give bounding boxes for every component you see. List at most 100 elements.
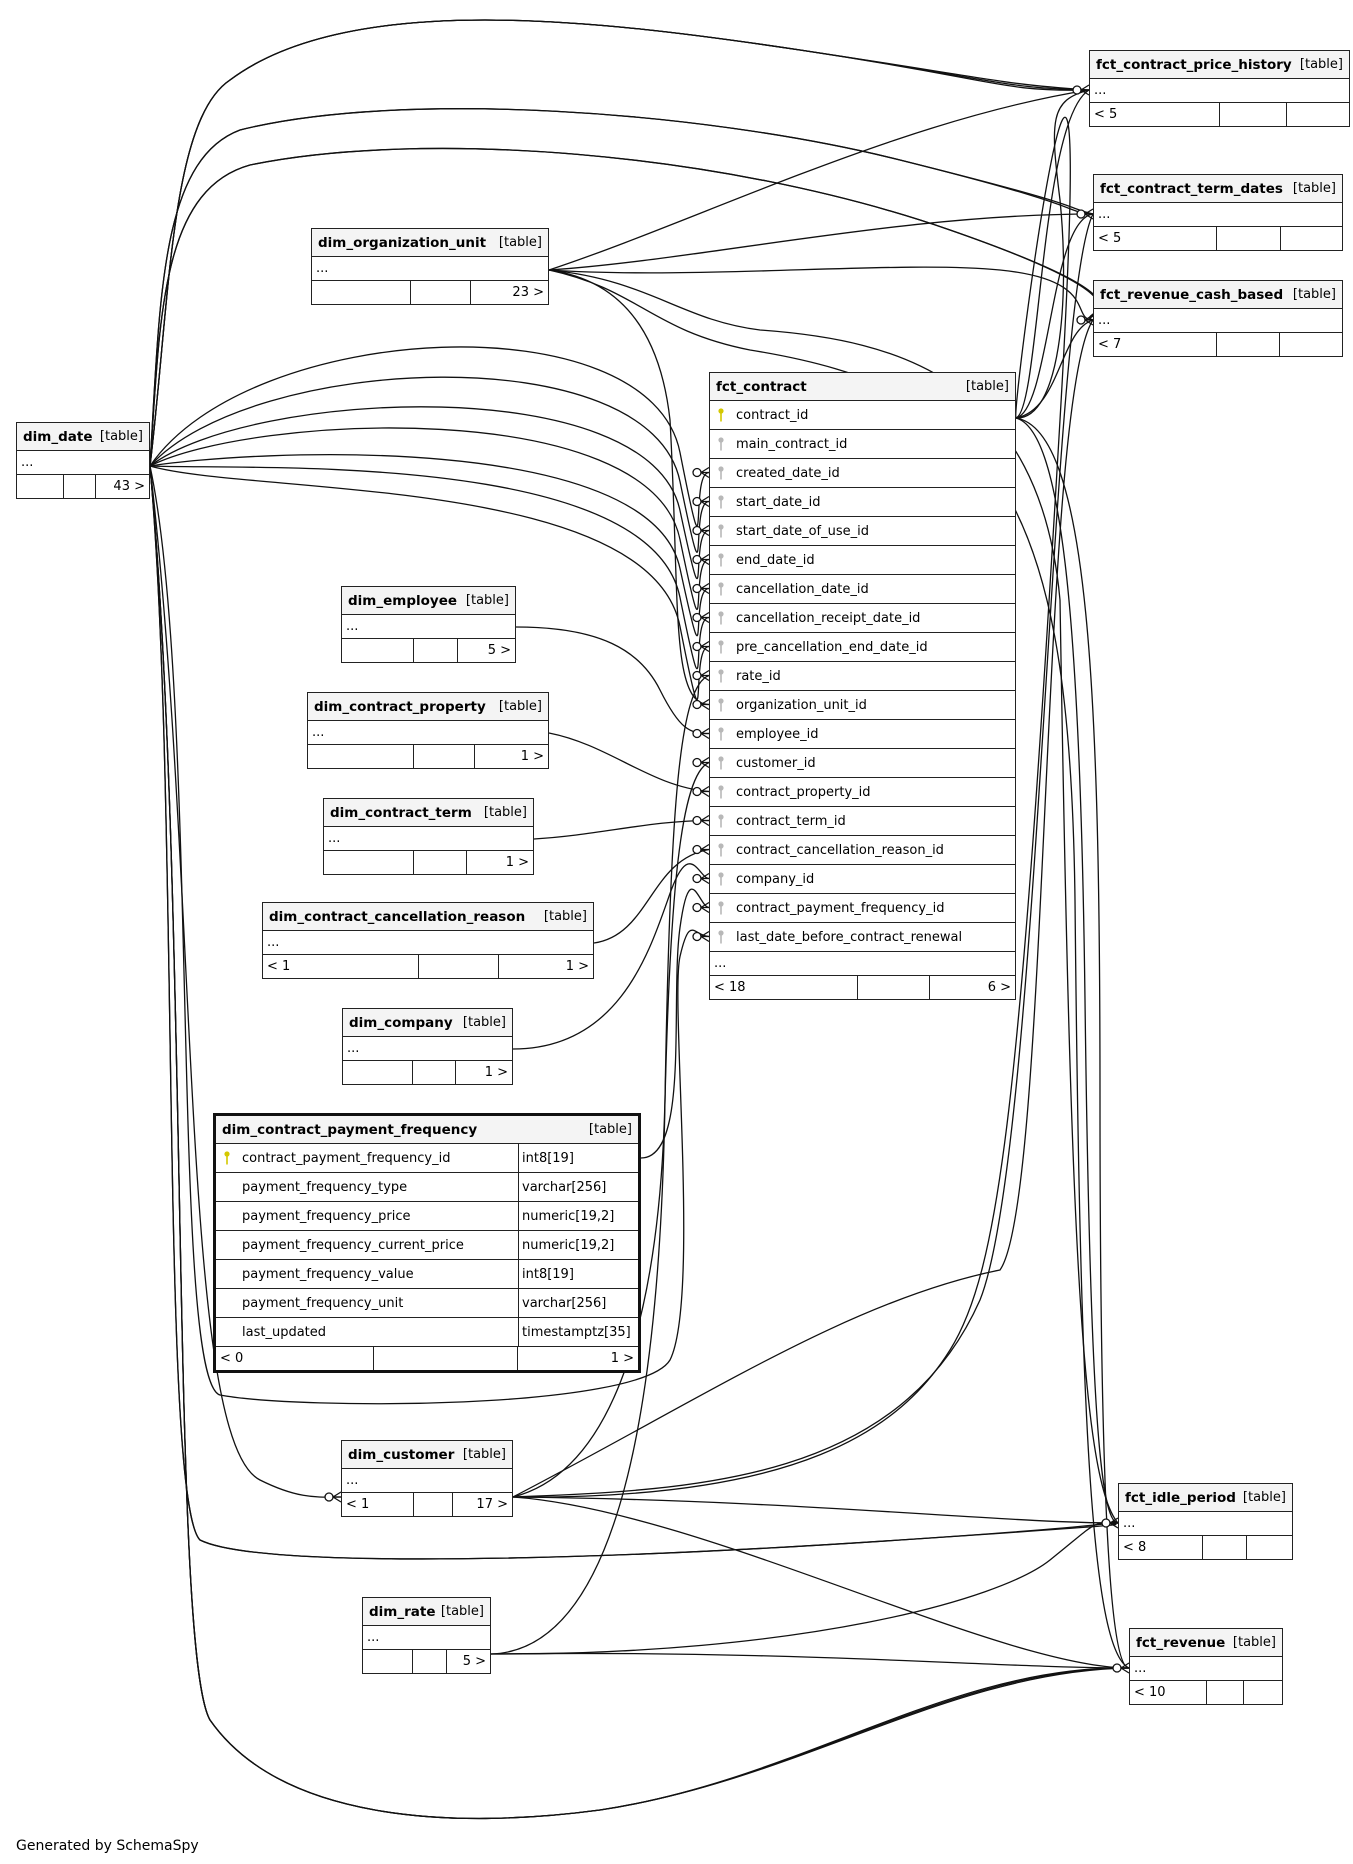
table-dim-company[interactable]: dim_company [table] ... 1 > <box>342 1008 513 1085</box>
parents-count[interactable]: < 18 <box>710 976 858 999</box>
children-count[interactable]: 17 > <box>476 1497 508 1512</box>
children-count[interactable]: 43 > <box>113 479 145 494</box>
parents-count[interactable]: < 5 <box>1090 103 1220 126</box>
parents-count[interactable] <box>324 851 414 874</box>
table-name[interactable]: fct_contract_price_history <box>1096 56 1292 73</box>
rows-count <box>419 955 499 978</box>
table-fct-idle-period[interactable]: fct_idle_period [table] ... < 8 <box>1118 1483 1293 1560</box>
parents-count[interactable] <box>17 475 64 498</box>
table-fct-revenue-cash-based[interactable]: fct_revenue_cash_based [table] ... < 7 <box>1093 280 1343 357</box>
column-row[interactable]: contract_cancellation_reason_id <box>710 836 1015 865</box>
children-count[interactable] <box>1280 333 1342 356</box>
table-dim-contract-term[interactable]: dim_contract_term [table] ... 1 > <box>323 798 534 875</box>
children-count[interactable]: 23 > <box>512 285 544 300</box>
parents-count[interactable]: < 8 <box>1119 1536 1203 1559</box>
children-count[interactable]: 1 > <box>565 959 589 974</box>
children-count[interactable]: 1 > <box>484 1065 508 1080</box>
column-name: payment_frequency_value <box>242 1266 414 1282</box>
column-row[interactable]: company_id <box>710 865 1015 894</box>
table-name[interactable]: dim_rate <box>369 1603 436 1620</box>
table-dim-date[interactable]: dim_date [table] ... 43 > <box>16 422 150 499</box>
table-name[interactable]: dim_customer <box>348 1446 455 1463</box>
table-dim-employee[interactable]: dim_employee [table] ... 5 > <box>341 586 516 663</box>
table-fct-contract-term-dates[interactable]: fct_contract_term_dates [table] ... < 5 <box>1093 174 1343 251</box>
column-row[interactable]: pre_cancellation_end_date_id <box>710 633 1015 662</box>
column-row[interactable]: contract_term_id <box>710 807 1015 836</box>
table-dim-organization-unit[interactable]: dim_organization_unit [table] ... 23 > <box>311 228 549 305</box>
column-row[interactable]: main_contract_id <box>710 430 1015 459</box>
column-row[interactable]: start_date_id <box>710 488 1015 517</box>
table-name[interactable]: fct_contract <box>716 378 807 395</box>
table-name[interactable]: dim_contract_payment_frequency <box>222 1121 478 1138</box>
parents-count[interactable] <box>312 281 411 304</box>
children-count[interactable]: 5 > <box>462 1654 486 1669</box>
table-dim-rate[interactable]: dim_rate [table] ... 5 > <box>362 1597 491 1674</box>
table-name[interactable]: fct_idle_period <box>1125 1489 1236 1506</box>
column-row[interactable]: end_date_id <box>710 546 1015 575</box>
column-row[interactable]: customer_id <box>710 749 1015 778</box>
table-dim-contract-property[interactable]: dim_contract_property [table] ... 1 > <box>307 692 549 769</box>
children-count[interactable]: 1 > <box>505 855 529 870</box>
column-row[interactable]: cancellation_receipt_date_id <box>710 604 1015 633</box>
children-count[interactable]: 5 > <box>487 643 511 658</box>
column-name: contract_id <box>736 407 809 423</box>
children-count[interactable]: 6 > <box>987 980 1011 995</box>
table-dim-customer[interactable]: dim_customer [table] ... < 1 17 > <box>341 1440 513 1517</box>
column-row[interactable]: last_date_before_contract_renewal <box>710 923 1015 952</box>
table-name[interactable]: dim_contract_term <box>330 804 472 821</box>
crows-foot-marker <box>692 814 710 827</box>
column-row[interactable]: contract_property_id <box>710 778 1015 807</box>
children-count[interactable]: 1 > <box>610 1351 634 1366</box>
table-name[interactable]: fct_contract_term_dates <box>1100 180 1283 197</box>
children-count[interactable] <box>1244 1681 1282 1704</box>
parents-count[interactable]: < 0 <box>216 1347 374 1370</box>
table-name[interactable]: dim_organization_unit <box>318 234 487 251</box>
parents-count[interactable] <box>308 745 414 768</box>
column-name: start_date_of_use_id <box>736 523 869 539</box>
table-name[interactable]: dim_date <box>23 428 93 445</box>
parents-count[interactable]: < 5 <box>1094 227 1217 250</box>
column-row[interactable]: rate_id <box>710 662 1015 691</box>
table-fct-revenue[interactable]: fct_revenue [table] ... < 10 <box>1129 1628 1283 1705</box>
column-row[interactable]: organization_unit_id <box>710 691 1015 720</box>
children-count[interactable] <box>1287 103 1349 126</box>
table-name[interactable]: dim_company <box>349 1014 453 1031</box>
parents-count[interactable]: < 1 <box>342 1493 414 1516</box>
column-row[interactable]: created_date_id <box>710 459 1015 488</box>
table-name[interactable]: dim_contract_property <box>314 698 486 715</box>
foreign-key-icon <box>718 582 724 596</box>
table-name[interactable]: fct_revenue_cash_based <box>1100 286 1284 303</box>
column-row[interactable]: employee_id <box>710 720 1015 749</box>
rows-count <box>414 745 475 768</box>
column-type: varchar[256] <box>518 1289 638 1317</box>
table-dim-contract-cancellation-reason[interactable]: dim_contract_cancellation_reason [table]… <box>262 902 594 979</box>
column-row[interactable]: contract_payment_frequency_id <box>710 894 1015 923</box>
children-count[interactable]: 1 > <box>520 749 544 764</box>
table-fct-contract-price-history[interactable]: fct_contract_price_history [table] ... <… <box>1089 50 1350 127</box>
table-dim-contract-payment-frequency[interactable]: dim_contract_payment_frequency [table] c… <box>213 1113 641 1373</box>
table-name[interactable]: fct_revenue <box>1136 1634 1226 1651</box>
parents-count[interactable] <box>343 1061 413 1084</box>
columns-ellipsis: ... <box>1090 79 1349 103</box>
column-row[interactable]: contract_id <box>710 401 1015 430</box>
parents-count[interactable]: < 1 <box>263 955 419 978</box>
children-count[interactable] <box>1281 227 1342 250</box>
parents-count[interactable] <box>363 1650 413 1673</box>
parents-count[interactable]: < 7 <box>1094 333 1217 356</box>
table-name[interactable]: dim_contract_cancellation_reason <box>269 908 526 925</box>
column-row[interactable]: cancellation_date_id <box>710 575 1015 604</box>
children-count[interactable] <box>1247 1536 1292 1559</box>
table-name[interactable]: dim_employee <box>348 592 458 609</box>
parents-count[interactable] <box>342 639 414 662</box>
parents-count[interactable]: < 10 <box>1130 1681 1207 1704</box>
crows-foot-marker <box>692 669 710 682</box>
column-row[interactable]: start_date_of_use_id <box>710 517 1015 546</box>
